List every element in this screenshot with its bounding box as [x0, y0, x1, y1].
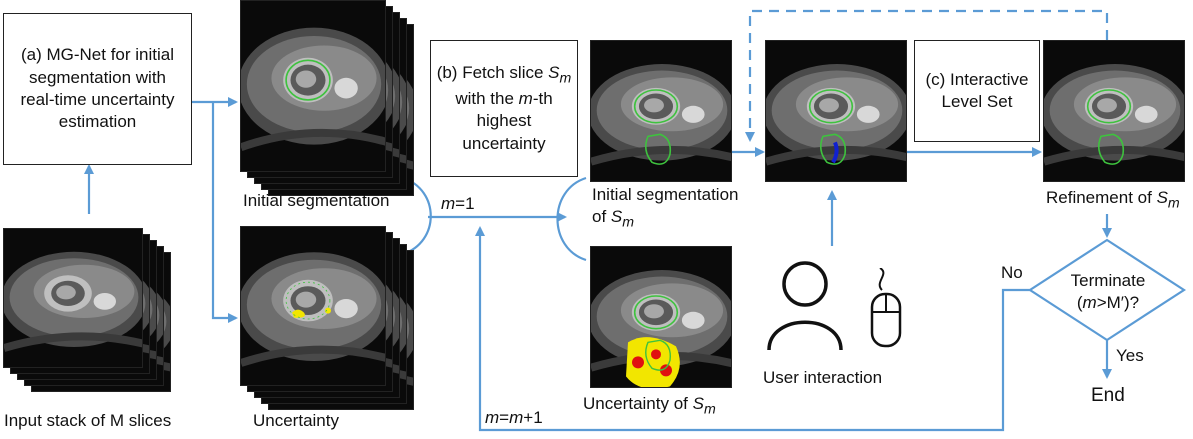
input-stack-label: Input stack of M slices — [4, 411, 172, 430]
mri-slice — [3, 228, 143, 368]
no-label: No — [1001, 263, 1023, 282]
input-stack — [3, 228, 173, 398]
mgnet-text: (a) MG-Net for initial segmentation with… — [20, 45, 175, 132]
uncertainty-label: Uncertainty — [253, 411, 339, 430]
fetch-box: (b) Fetch slice Sm with the m-th highest… — [430, 40, 578, 177]
mri-slice — [240, 0, 386, 172]
user-interaction-image — [765, 40, 907, 182]
initial-seg-sm-image — [590, 40, 732, 182]
yes-label: Yes — [1116, 346, 1144, 365]
initial-seg-label: Initial segmentation — [243, 191, 390, 210]
uncertainty-sm-label: Uncertainty of Sm — [583, 394, 716, 418]
levelset-box: (c) Interactive Level Set — [914, 40, 1040, 142]
levelset-text: (c) Interactive Level Set — [925, 69, 1029, 111]
bracket-right — [556, 176, 587, 262]
refinement-label: Refinement of Sm — [1046, 188, 1180, 212]
person-icon — [767, 261, 843, 351]
mgnet-box: (a) MG-Net for initial segmentation with… — [3, 13, 192, 165]
m-equals-1-label: m=1 — [441, 194, 475, 213]
refinement-image — [1043, 40, 1185, 182]
init-seg-sm-label: Initial segmentation of Sm — [592, 185, 739, 231]
m-increment-label: m=m+1 — [485, 408, 543, 427]
terminate-diamond — [1027, 238, 1187, 342]
fetch-text: (b) Fetch slice Sm with the m-th highest… — [436, 62, 572, 153]
initial-seg-stack — [240, 0, 416, 196]
end-label: End — [1091, 385, 1125, 406]
arrow-no-loop — [475, 226, 1030, 432]
mri-slice — [240, 226, 386, 386]
dashed-feedback — [745, 9, 1109, 142]
arrow-branch-down — [211, 102, 238, 323]
terminate-text: Terminate (m>M′)? — [1070, 271, 1146, 313]
uncertainty-stack — [240, 226, 416, 410]
user-interaction-label: User interaction — [763, 368, 883, 387]
uncertainty-sm-image — [590, 246, 732, 388]
mouse-icon — [870, 268, 902, 348]
